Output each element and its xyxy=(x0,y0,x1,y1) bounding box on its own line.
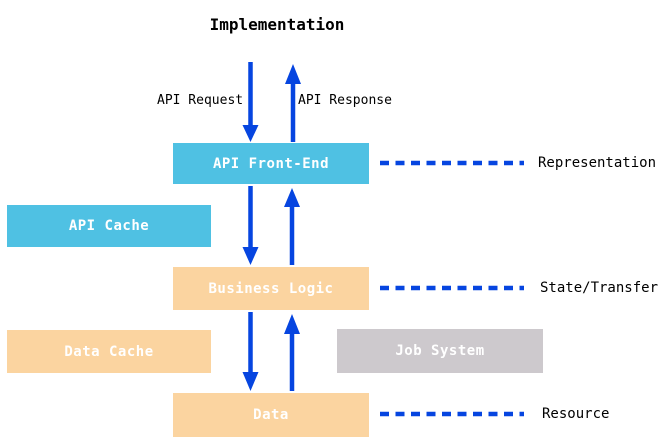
box-business-logic: Business Logic xyxy=(173,267,369,310)
box-data: Data xyxy=(173,393,369,437)
representation-label: Representation xyxy=(538,155,657,171)
box-api-front-end-label: API Front-End xyxy=(212,155,330,172)
resource-label: Resource xyxy=(542,406,610,422)
box-api-cache-label: API Cache xyxy=(68,218,150,234)
box-job-system: Job System xyxy=(337,329,543,373)
box-job-system-label: Job System xyxy=(395,343,485,359)
down-arrow-middle-icon xyxy=(242,186,259,265)
up-arrow-bottom-icon xyxy=(284,314,300,391)
state-transfer-label: State/Transfer xyxy=(540,280,659,296)
box-data-cache-label: Data Cache xyxy=(64,343,154,360)
up-arrow-middle-icon xyxy=(284,188,300,265)
down-arrow-bottom-icon xyxy=(242,312,259,391)
box-data-cache: Data Cache xyxy=(7,330,211,373)
down-arrow-top-icon xyxy=(242,62,259,142)
box-api-cache: API Cache xyxy=(7,205,211,247)
box-data-label: Data xyxy=(253,407,289,423)
box-business-logic-label: Business Logic xyxy=(208,280,334,297)
api-request-label: API Request xyxy=(157,93,244,108)
box-api-front-end: API Front-End xyxy=(173,143,369,184)
api-response-label: API Response xyxy=(298,93,392,108)
diagram-title: Implementation xyxy=(209,15,345,34)
